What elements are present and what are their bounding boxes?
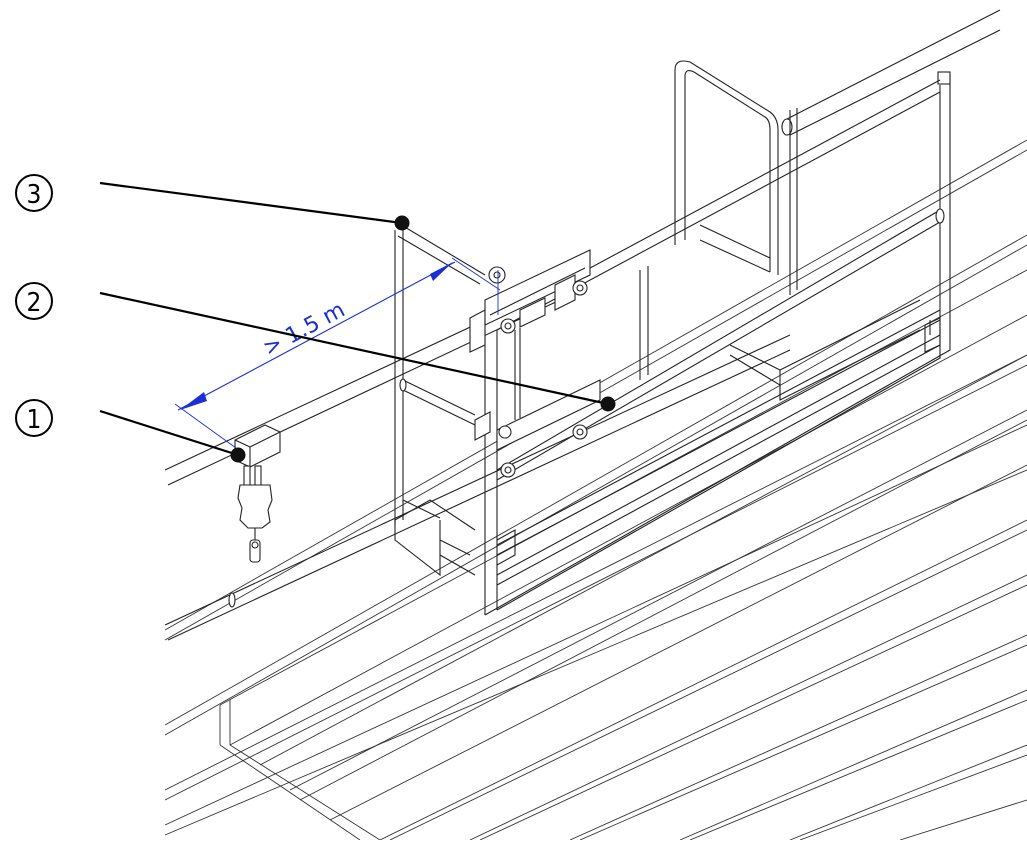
dimension-annotation: > 1.5 m <box>174 257 501 449</box>
callout-2-number: 2 <box>27 288 42 318</box>
front-ladder <box>394 225 486 525</box>
callout-3-circle <box>15 174 53 212</box>
callout-2: 2 <box>15 282 53 320</box>
lower-rail <box>164 334 791 641</box>
leader-1 <box>99 409 239 457</box>
guardrail-frame <box>484 71 951 616</box>
callout-3: 3 <box>15 174 53 212</box>
carriage <box>469 249 601 478</box>
leader-lines <box>99 181 616 463</box>
leader-2-dot <box>600 396 616 412</box>
callout-1-number: 1 <box>27 405 42 435</box>
leader-3 <box>99 181 403 225</box>
leader-1-dot <box>230 447 246 463</box>
dimension-extension-left <box>174 403 237 449</box>
dimension-extension-right <box>451 257 501 291</box>
callout-3-number: 3 <box>27 180 42 210</box>
leader-3-dot <box>394 215 410 231</box>
dimension-line <box>177 261 456 411</box>
dimension-label: > 1.5 m <box>259 298 349 362</box>
upper-rail <box>164 9 1001 486</box>
callout-1: 1 <box>15 399 53 437</box>
dimension-arrow-left <box>180 392 207 410</box>
dimension-arrow-right <box>430 262 453 281</box>
callout-2-circle <box>15 282 53 320</box>
back-frame <box>674 60 798 295</box>
leader-2 <box>99 291 609 406</box>
callout-1-circle <box>15 399 53 437</box>
roof-surface <box>164 139 1027 841</box>
anchor-device <box>234 424 281 563</box>
